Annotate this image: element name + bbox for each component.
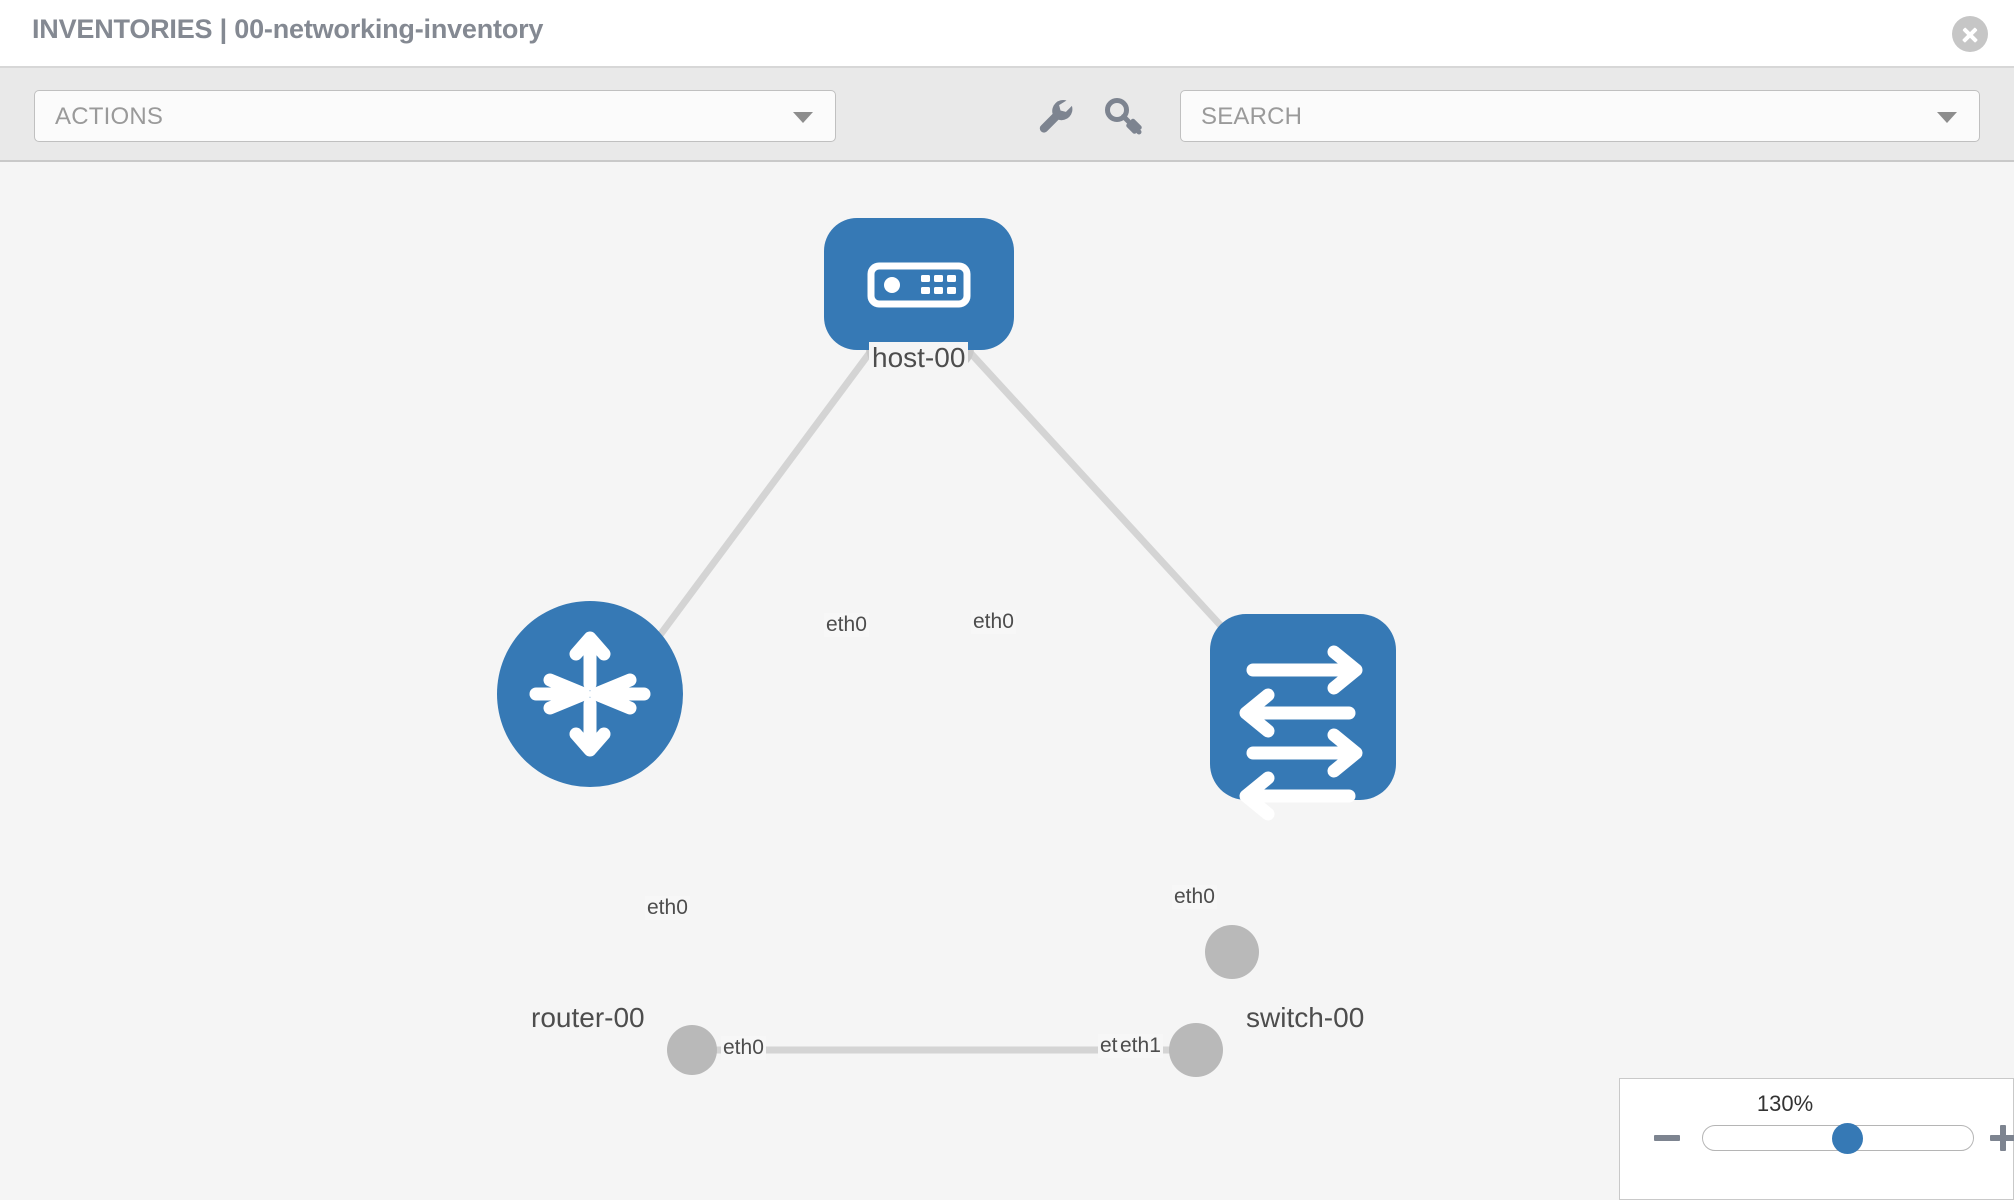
- edge-label-interface: eth0: [721, 1036, 766, 1060]
- zoom-in-button[interactable]: [1990, 1125, 2014, 1151]
- connector-switch-left: [1169, 1023, 1223, 1077]
- node-host-00[interactable]: [824, 218, 1014, 350]
- node-label-router: router-00: [528, 1002, 648, 1034]
- edge-router-host: [637, 344, 877, 665]
- node-label-host: host-00: [869, 342, 969, 374]
- chevron-down-icon: [793, 112, 813, 123]
- connector-group: [667, 326, 1259, 1077]
- zoom-control-panel: 130%: [1619, 1078, 2014, 1200]
- node-router-00[interactable]: [497, 601, 683, 787]
- topology-graph: [497, 218, 1396, 1077]
- edge-label-interface: eth1: [1118, 1034, 1163, 1058]
- zoom-level-value: 130%: [1756, 1091, 1814, 1116]
- topology-canvas[interactable]: host-00 router-00 switch-00 eth0 eth0 et…: [0, 162, 2014, 1200]
- edge-label-interface: eth0: [645, 896, 690, 920]
- zoom-out-button[interactable]: [1654, 1135, 1680, 1141]
- search-placeholder: SEARCH: [1201, 103, 1303, 130]
- connector-router-right: [667, 1025, 717, 1075]
- actions-dropdown[interactable]: ACTIONS: [34, 90, 836, 142]
- connector-switch-top: [1205, 925, 1259, 979]
- node-switch-00[interactable]: [1210, 614, 1396, 821]
- toolbar: ACTIONS SEARCH: [0, 68, 2014, 162]
- node-label-switch: switch-00: [1243, 1002, 1368, 1034]
- edge-host-switch: [962, 344, 1248, 655]
- wrench-icon[interactable]: [1030, 90, 1082, 142]
- page-title: INVENTORIES | 00-networking-inventory: [32, 14, 544, 44]
- actions-dropdown-label: ACTIONS: [55, 103, 164, 130]
- chevron-down-icon: [1937, 112, 1957, 123]
- edge-label-interface: eth0: [1172, 885, 1217, 909]
- edge-label-interface: eth0: [824, 613, 869, 637]
- close-icon[interactable]: [1952, 16, 1988, 52]
- page-header: INVENTORIES | 00-networking-inventory: [0, 0, 2014, 68]
- zoom-slider-thumb[interactable]: [1832, 1123, 1863, 1154]
- edge-label-interface: eth0: [971, 610, 1016, 634]
- edge-group: [637, 344, 1248, 1054]
- key-icon[interactable]: [1098, 90, 1150, 142]
- search-input[interactable]: SEARCH: [1180, 90, 1980, 142]
